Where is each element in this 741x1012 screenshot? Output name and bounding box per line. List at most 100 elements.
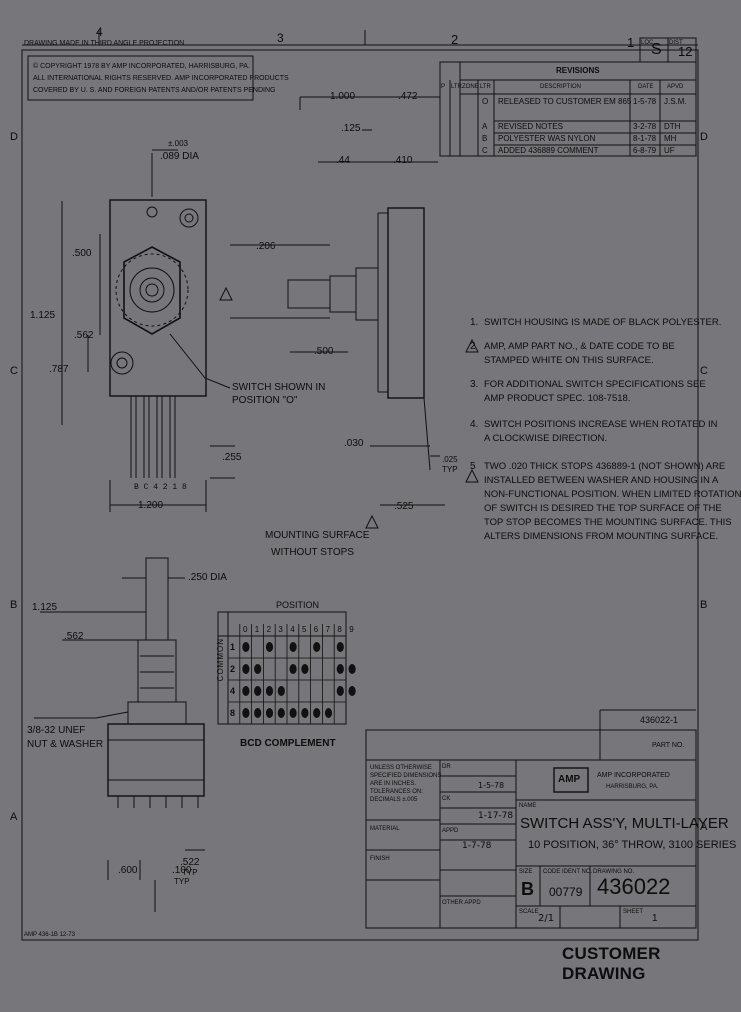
- code-ident-label: CODE IDENT NO.: [543, 869, 593, 875]
- title-block: [365, 729, 697, 929]
- bcd-row-label: 4: [230, 686, 236, 696]
- revision-approval: UF: [664, 146, 675, 155]
- dim-410: .410: [393, 155, 413, 166]
- zone-d-left: D: [10, 131, 18, 143]
- drawing-no-label: DRAWING NO.: [593, 869, 635, 875]
- bcd-dot: [265, 708, 274, 718]
- ck-label: CK: [442, 796, 451, 802]
- bcd-col-label: 5: [302, 625, 307, 634]
- revision-date: 8-1-78: [633, 134, 657, 143]
- note-line: TWO .020 THICK STOPS 436889-1 (NOT SHOWN…: [484, 461, 726, 472]
- dim-522-typ: TYP: [182, 868, 198, 877]
- zone-b-right: B: [700, 599, 708, 611]
- revision-letter: C: [482, 146, 488, 155]
- front-view-housing: [109, 199, 207, 397]
- scale-value: 2/1: [538, 913, 555, 924]
- callout-position-o: POSITION "O": [232, 395, 298, 406]
- dim-206: .206: [256, 241, 276, 252]
- loc-value: S: [651, 41, 662, 58]
- bcd-row-label: 8: [230, 708, 236, 718]
- finish-label: FINISH: [370, 856, 390, 862]
- size-label: SIZE: [519, 869, 533, 875]
- drawing-number: 436022: [597, 874, 671, 899]
- side-view-housing: [387, 207, 425, 399]
- dim-500-side: .500: [314, 346, 334, 357]
- bcd-col-label: 4: [290, 625, 295, 634]
- bcd-col-label: 7: [325, 625, 331, 634]
- revision-approval: DTH: [664, 122, 681, 131]
- bcd-position-title: POSITION: [276, 600, 320, 610]
- bcd-dot: [289, 664, 297, 674]
- dist-label: DIST: [669, 40, 683, 46]
- bcd-dot: [242, 664, 250, 674]
- note-line: AMP PRODUCT SPEC. 108-7518.: [484, 393, 631, 404]
- bcd-dot: [289, 642, 297, 652]
- zone-c-left: C: [10, 365, 18, 377]
- note-line: A CLOCKWISE DIRECTION.: [484, 433, 607, 444]
- bcd-dot: [254, 686, 262, 696]
- bcd-dot: [242, 686, 250, 696]
- bcd-caption: BCD COMPLEMENT: [240, 738, 336, 749]
- note-line: OF SWITCH IS DESIRED THE TOP SURFACE OF …: [484, 503, 722, 514]
- revisions-table: [439, 61, 697, 157]
- revision-letter: O: [482, 97, 489, 106]
- revision-description: REVISED NOTES: [498, 122, 563, 131]
- nut-callout-2: NUT & WASHER: [27, 739, 104, 750]
- note-line: NON-FUNCTIONAL POSITION. WHEN LIMITED RO…: [484, 489, 741, 500]
- revision-description: RELEASED TO CUSTOMER EM 865: [498, 97, 632, 106]
- note-line: STAMPED WHITE ON THIS SURFACE.: [484, 355, 654, 366]
- sheet-label: SHEET: [623, 909, 644, 915]
- bcd-row-label: 1: [230, 642, 236, 652]
- note-line: INSTALLED BETWEEN WASHER AND HOUSING IN …: [484, 475, 719, 486]
- name-label: NAME: [519, 803, 537, 809]
- note-line: SWITCH HOUSING IS MADE OF BLACK POLYESTE…: [484, 317, 722, 328]
- bcd-dot: [313, 642, 321, 652]
- tolerance-line-4: TOLERANCES ON:: [370, 789, 423, 795]
- dim-500-front: .500: [72, 248, 92, 259]
- dim-025: .025: [442, 455, 458, 464]
- dim-100: .100: [172, 865, 192, 876]
- bcd-dot: [242, 708, 250, 718]
- zone-1: 1: [627, 35, 635, 50]
- revision-letter: B: [482, 134, 488, 143]
- customer-drawing-label: CUSTOMER DRAWING: [562, 944, 661, 983]
- loc-label: LOC: [641, 40, 654, 46]
- dim-1000: 1.000: [330, 91, 356, 102]
- material-label: MATERIAL: [370, 826, 400, 832]
- bcd-dot: [301, 708, 309, 718]
- rev-col-zone: ZONE: [462, 84, 479, 90]
- bcd-dot: [336, 642, 344, 652]
- bcd-col-label: 0: [243, 625, 248, 634]
- note-number: 3.: [470, 379, 479, 390]
- size-value: B: [521, 879, 534, 899]
- bcd-col-label: 1: [254, 625, 260, 634]
- dim-1125-front: 1.125: [30, 310, 56, 321]
- dim-787: .787: [49, 364, 69, 375]
- part-no-small: 436022-1: [640, 715, 679, 725]
- rev-col-description: DESCRIPTION: [540, 84, 582, 90]
- part-name-line-2: 10 POSITION, 36° THROW, 3100 SERIES: [528, 839, 737, 851]
- bcd-col-label: 2: [266, 625, 272, 634]
- note-line: AMP, AMP PART NO., & DATE CODE TO BE: [484, 341, 675, 352]
- dim-100-typ: TYP: [174, 877, 190, 886]
- revision-approval: MH: [664, 134, 677, 143]
- revision-date: 1-5-78: [633, 97, 657, 106]
- tolerance-line-1: UNLESS OTHERWISE: [370, 765, 432, 771]
- dim-522: .522: [180, 857, 200, 868]
- dr-label: DR: [442, 764, 451, 770]
- rev-col-ltr: LTR: [451, 84, 462, 90]
- dim-562-front: .562: [74, 330, 94, 341]
- rev-col-ltr2: LTR: [480, 84, 491, 90]
- dim-250-dia: .250 DIA: [188, 572, 227, 583]
- bcd-table: [228, 624, 356, 725]
- form-number: AMP 436-1B 12-73: [24, 932, 75, 938]
- rev-col-p: P: [441, 84, 446, 90]
- revision-description: ADDED 436889 COMMENT: [498, 146, 599, 155]
- code-ident-value: 00779: [549, 885, 583, 899]
- projection-note: DRAWING MADE IN THIRD ANGLE PROJECTION: [24, 40, 185, 47]
- drawing-border: [21, 49, 699, 941]
- dim-600: .600: [118, 865, 138, 876]
- signature-date-3: 1-7-78: [462, 841, 492, 851]
- revision-description: POLYESTER WAS NYLON: [498, 134, 596, 143]
- bcd-dot: [313, 708, 321, 718]
